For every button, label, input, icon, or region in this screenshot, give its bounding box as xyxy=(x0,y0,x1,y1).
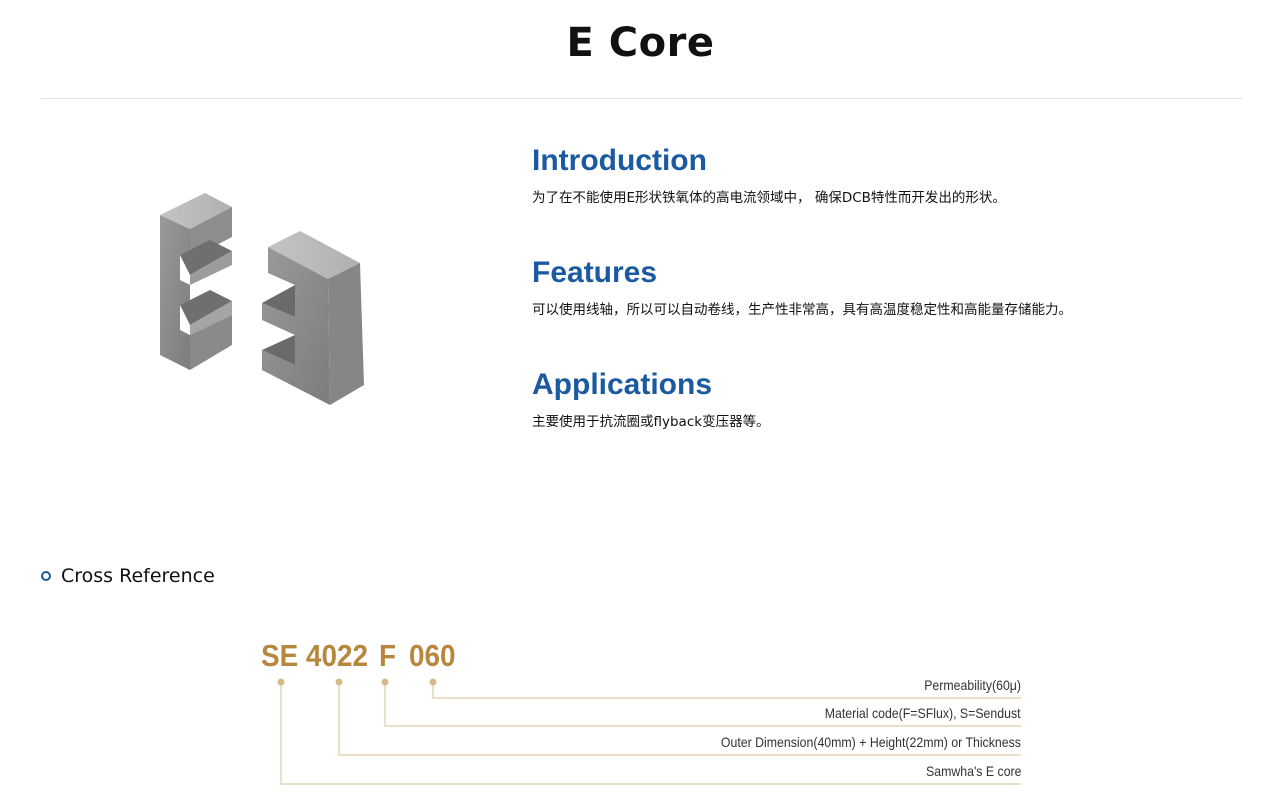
title-divider xyxy=(41,98,1242,99)
product-info: Introduction 为了在不能使用E形状铁氧体的高电流领域中， 确保DCB… xyxy=(532,140,1232,476)
dot-f xyxy=(381,678,389,686)
e-core-product-image xyxy=(160,193,364,405)
connector-series xyxy=(280,682,1021,785)
connector-material xyxy=(384,682,1021,727)
legend-outer-dimension: Outer Dimension(40mm) + Height(22mm) or … xyxy=(721,734,1021,750)
code-part-dimension: 4022 xyxy=(306,638,369,673)
code-part-material: F xyxy=(379,638,397,673)
features-heading: Features xyxy=(532,256,658,289)
cross-reference-title: Cross Reference xyxy=(61,565,215,587)
right-e-half xyxy=(262,231,364,405)
dot-060 xyxy=(429,678,437,686)
code-part-permeability: 060 xyxy=(409,638,456,673)
introduction-heading: Introduction xyxy=(532,144,707,177)
dot-4022 xyxy=(335,678,343,686)
legend-series: Samwha's E core xyxy=(925,763,1021,779)
introduction-text: 为了在不能使用E形状铁氧体的高电流领域中， 确保DCB特性而开发出的形状。 xyxy=(532,190,1006,206)
legend-permeability: Permeability(60μ) xyxy=(924,677,1021,693)
part-number-diagram: SE 4022 F 060 Permeability(60μ) Material… xyxy=(255,636,1035,796)
introduction-section: Introduction 为了在不能使用E形状铁氧体的高电流领域中， 确保DCB… xyxy=(532,140,1232,252)
connector-dimension xyxy=(338,682,1021,756)
features-section: Features 可以使用线轴，所以可以自动卷线，生产性非常高，具有高温度稳定性… xyxy=(532,252,1232,364)
circle-bullet-icon xyxy=(41,571,51,581)
page-title: E Core xyxy=(566,20,715,66)
cross-reference-header: Cross Reference xyxy=(41,565,215,587)
code-part-series: SE xyxy=(261,638,299,673)
left-e-half xyxy=(160,193,232,370)
applications-heading: Applications xyxy=(532,368,713,401)
connector-permeability xyxy=(432,682,1021,699)
legend-material-code: Material code(F=SFlux), S=Sendust xyxy=(825,705,1021,721)
features-text: 可以使用线轴，所以可以自动卷线，生产性非常高，具有高温度稳定性和高能量存储能力。 xyxy=(532,302,1072,318)
applications-text: 主要使用于抗流圈或flyback变压器等。 xyxy=(532,414,770,430)
code-connector-lines xyxy=(277,678,1021,785)
dot-se xyxy=(277,678,285,686)
applications-section: Applications 主要使用于抗流圈或flyback变压器等。 xyxy=(532,364,1232,476)
